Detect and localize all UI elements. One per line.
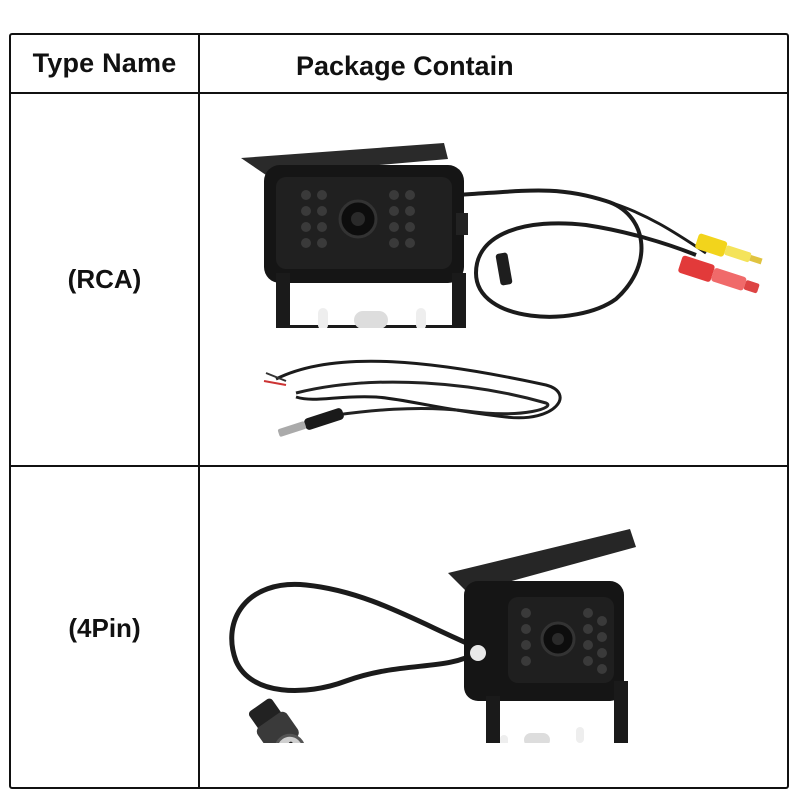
4pin-camera-image	[229, 529, 636, 743]
header-divider	[11, 92, 787, 94]
header-type-name: Type Name	[32, 48, 177, 78]
row-label-rca: (RCA)	[67, 264, 142, 294]
package-table: Type Name Package Contain (RCA) (4Pin)	[9, 33, 789, 789]
rca-camera-image	[241, 143, 763, 328]
row-label-4pin: (4Pin)	[68, 612, 141, 643]
column-divider	[198, 35, 200, 787]
power-cable-image	[263, 359, 562, 437]
row-divider	[11, 465, 787, 467]
header-package-contain: Package Contain	[296, 51, 514, 81]
